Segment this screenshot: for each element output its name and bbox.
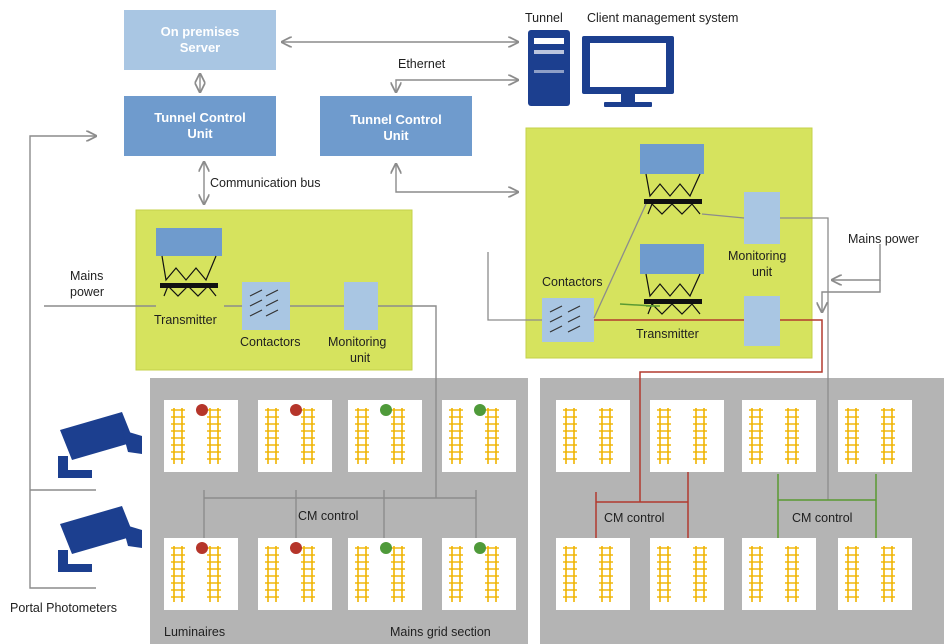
luminaire-tile [556,538,630,610]
luminaire-tile [742,538,816,610]
luminaire-status-dot [290,542,302,554]
portal-photometer-icon-bottom [58,506,142,572]
luminaire-tile [838,538,912,610]
tunnel-label: Tunnel [525,11,563,25]
luminaire-tile [650,538,724,610]
luminaire-status-dot [196,404,208,416]
transmitter-right-label: Transmitter [636,327,699,341]
monitoring-unit-right-bottom [744,296,780,346]
monitor-icon [582,36,674,107]
transmitter-right-top [640,144,704,215]
cm-control-left-label: CM control [298,509,358,523]
transmitter-left-label: Transmitter [154,313,217,327]
portal-photometers-label: Portal Photometers [10,601,117,615]
cm-control-right-red-label: CM control [604,511,664,525]
monitoring-left-line1: Monitoring [328,335,386,349]
luminaire-status-dot [380,404,392,416]
luminaire-tile [258,538,332,610]
contactors-right [542,298,594,342]
wiring-right-green [619,303,877,540]
mains-power-left-line2: power [70,285,104,299]
luminaire-tile [258,400,332,472]
server-box: On premises Server [124,10,276,70]
luminaire-tile [650,400,724,472]
luminaire-status-dot [474,542,486,554]
contactors-right-label: Contactors [542,275,602,289]
monitoring-right-line2: unit [752,265,773,279]
server-tower-icon [528,30,570,106]
communication-bus-label: Communication bus [210,176,320,190]
luminaire-tile [742,400,816,472]
monitoring-left-line2: unit [350,351,371,365]
luminaires-label: Luminaires [164,625,225,639]
contactors-left-label: Contactors [240,335,300,349]
luminaire-tile [556,400,630,472]
luminaire-status-dot [290,404,302,416]
tcu-right-line1: Tunnel Control [350,112,441,127]
contactors-left [242,282,290,330]
tunnel-control-unit-right: Tunnel Control Unit [320,96,472,156]
tcu-left-line1: Tunnel Control [154,110,245,125]
network-arrows [29,42,881,589]
tcu-right-line2: Unit [383,128,409,143]
wiring-right-red [594,319,823,540]
portal-photometer-icon-top [58,412,142,478]
cm-control-right-green-label: CM control [792,511,852,525]
luminaire-tile [442,400,516,472]
ethernet-label: Ethernet [398,57,446,71]
monitoring-unit-right-top [744,192,780,244]
wiring-right-gray [487,203,829,500]
transmitter-left [156,228,222,297]
monitoring-right-line1: Monitoring [728,249,786,263]
server-box-line1: On premises [161,24,240,39]
luminaire-group [164,400,912,610]
mains-grid-section-label: Mains grid section [390,625,491,639]
luminaire-tile [348,538,422,610]
luminaire-tile [164,400,238,472]
luminaire-status-dot [380,542,392,554]
luminaire-tile [442,538,516,610]
transmitter-right-bottom [640,244,704,315]
tcu-left-line2: Unit [187,126,213,141]
mains-power-left-line1: Mains [70,269,103,283]
mains-wire-left [44,305,477,544]
monitoring-unit-left [344,282,378,330]
luminaire-tile [838,400,912,472]
luminaire-tile [164,538,238,610]
luminaire-status-dot [196,542,208,554]
client-management-label: Client management system [587,11,738,25]
server-box-line2: Server [180,40,220,55]
tunnel-control-unit-left: Tunnel Control Unit [124,96,276,156]
luminaire-tile [348,400,422,472]
mains-power-right-label: Mains power [848,232,919,246]
luminaire-status-dot [474,404,486,416]
